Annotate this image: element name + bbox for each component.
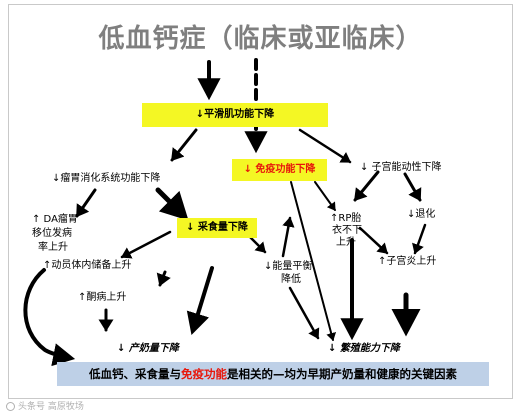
- watermark: 头条号 高原牧场: [6, 402, 84, 413]
- node-endometritis: ↑子宫炎上升: [378, 256, 437, 267]
- node-rumen-digestion: ↓瘤胃消化系统功能下降: [52, 173, 161, 184]
- arrow-loop-da-to-bottom: [23, 268, 76, 367]
- node-feed-intake-label: ↓ 采食量下降: [186, 222, 248, 233]
- arrow-uterus-to-rp: [353, 170, 380, 202]
- arrow-involution-to-endometritis: [412, 223, 427, 255]
- node-energy-line2: 降低: [281, 274, 301, 285]
- arrow-smooth-to-rumen: [170, 128, 198, 162]
- arrow-feed-to-reserve: [120, 230, 172, 259]
- node-energy-line1: ↓能量平衡: [264, 261, 313, 272]
- watermark-text: 头条号 高原牧场: [18, 402, 84, 412]
- node-immune: ↓ 免疫功能下降: [232, 159, 327, 181]
- arrow-reserve-to-milk: [156, 270, 171, 287]
- arrow-feed-to-milk: [186, 266, 214, 335]
- arrow-rp-to-endometritis: [358, 226, 389, 255]
- node-da-line3: 率上升: [38, 242, 68, 253]
- figure-frame: [8, 4, 513, 399]
- node-smooth-muscle: ↓平滑肌功能下降: [142, 103, 328, 127]
- page-title: 低血钙症（临床或亚临床）: [98, 24, 423, 54]
- arrow-smooth-to-uterus: [298, 128, 352, 164]
- node-da-line1: ↑ DA瘤胃: [32, 214, 78, 225]
- node-milk-yield: ↓ 产奶量下降: [117, 343, 179, 354]
- node-fertility: ↓ 繁殖能力下降: [328, 343, 400, 354]
- node-smooth-muscle-label: ↓平滑肌功能下降: [195, 109, 275, 120]
- node-uterus-motility: ↓ 子宫能动性下降: [360, 162, 442, 173]
- arrow-up-to-feed: [281, 216, 295, 258]
- node-involution: ↓退化: [407, 209, 436, 220]
- node-da-line2: 移位发病: [32, 228, 72, 239]
- summary-part1: 低血钙、采食量与: [89, 367, 181, 381]
- node-rp-line3: 上升: [336, 237, 356, 248]
- bottom-summary-bar: 低血钙、采食量与免疫功能是相关的—均为早期产奶量和健康的关键因素: [57, 362, 489, 386]
- node-body-reserve: ↑动员体内储备上升: [43, 260, 132, 271]
- arrow-rumen-to-da: [75, 188, 97, 218]
- watermark-logo-icon: [6, 402, 15, 411]
- node-rp-line2: 衣不下: [332, 225, 362, 236]
- arrow-immune-to-fertility: [290, 181, 337, 341]
- arrow-uterus-to-involution: [403, 172, 422, 202]
- summary-part3: 是相关的—均为早期产奶量和健康的关键因素: [227, 367, 457, 381]
- node-rp-line1: ↑RP胎: [330, 213, 362, 224]
- node-immune-label: ↓ 免疫功能下降: [243, 164, 316, 175]
- node-feed-intake: ↓ 采食量下降: [177, 218, 257, 238]
- node-ketosis: ↑酮病上升: [78, 292, 127, 303]
- arrow-immune-to-rp: [314, 181, 336, 211]
- arrow-energy-to-fertility: [288, 286, 320, 340]
- summary-immune: 免疫功能: [181, 367, 227, 381]
- arrow-rumen-to-feed: [155, 187, 189, 221]
